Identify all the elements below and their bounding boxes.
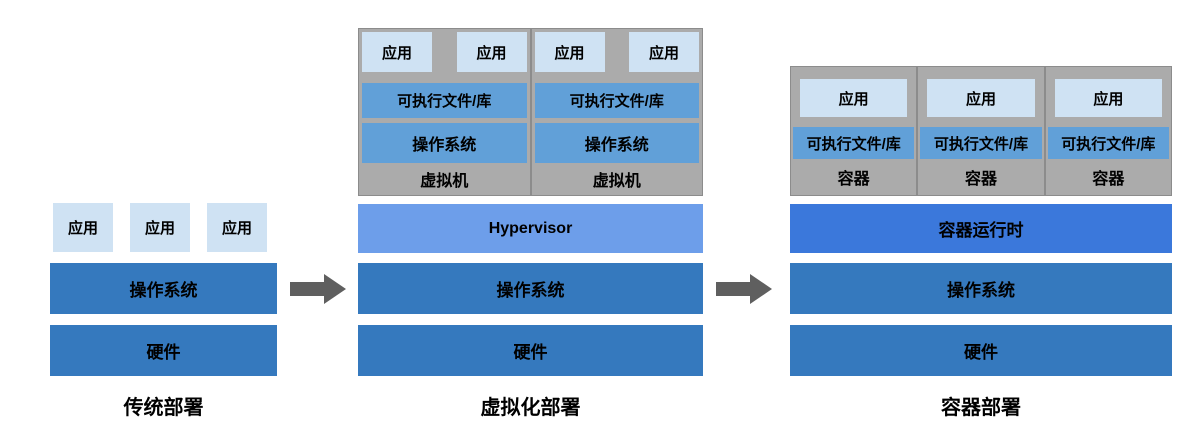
container-label: 容器 [837,171,870,188]
vm-label: 虚拟机 [592,173,641,190]
app-box: 应用 [927,79,1035,117]
container-panel: 应用 可执行文件/库 容器 [791,67,916,195]
traditional-apps-row: 应用 应用 应用 [50,203,280,252]
os-bar: 操作系统 [790,263,1172,314]
vm-apps-row: 应用 应用 [362,32,527,72]
app-box: 应用 [362,32,432,72]
virtualized-deployment-label: 虚拟化部署 [480,397,581,419]
vm-group: 应用 应用 可执行文件/库 操作系统 虚拟机 应用 应用 可执行文件/库 操作系… [358,28,703,196]
container-deployment-label: 容器部署 [941,397,1021,419]
vm-panel: 应用 应用 可执行文件/库 操作系统 虚拟机 [359,29,530,195]
bin-lib-bar: 可执行文件/库 [534,83,699,118]
container-runtime-bar: 容器运行时 [790,204,1172,253]
app-box: 应用 [800,79,908,117]
app-box: 应用 [53,203,113,252]
app-box: 应用 [130,203,190,252]
app-box: 应用 [1054,79,1162,117]
app-box: 应用 [207,203,267,252]
bin-lib-bar: 可执行文件/库 [793,127,915,159]
app-box: 应用 [534,32,605,72]
os-bar: 操作系统 [358,263,703,314]
container-label: 容器 [1092,171,1125,188]
bin-lib-bar: 可执行文件/库 [1047,127,1169,159]
hardware-bar: 硬件 [358,325,703,376]
guest-os-bar: 操作系统 [362,123,527,163]
hardware-bar: 硬件 [50,325,277,376]
hardware-bar: 硬件 [790,325,1172,376]
container-panel: 应用 可执行文件/库 容器 [1043,67,1171,195]
vm-apps-row: 应用 应用 [534,32,699,72]
container-group: 应用 可执行文件/库 容器 应用 可执行文件/库 容器 应用 可执行文件/库 容… [790,66,1172,196]
guest-os-bar: 操作系统 [534,123,699,163]
bin-lib-bar: 可执行文件/库 [920,127,1042,159]
container-label: 容器 [964,171,997,188]
right-arrow-icon [290,274,346,304]
app-box: 应用 [629,32,699,72]
hypervisor-bar: Hypervisor [358,204,703,253]
traditional-deployment-label: 传统部署 [123,397,204,419]
right-arrow-icon [716,274,772,304]
container-panel: 应用 可执行文件/库 容器 [916,67,1043,195]
os-bar: 操作系统 [50,263,277,314]
vm-label: 虚拟机 [420,173,469,190]
vm-panel: 应用 应用 可执行文件/库 操作系统 虚拟机 [529,29,703,195]
app-box: 应用 [456,32,527,72]
bin-lib-bar: 可执行文件/库 [362,83,527,118]
